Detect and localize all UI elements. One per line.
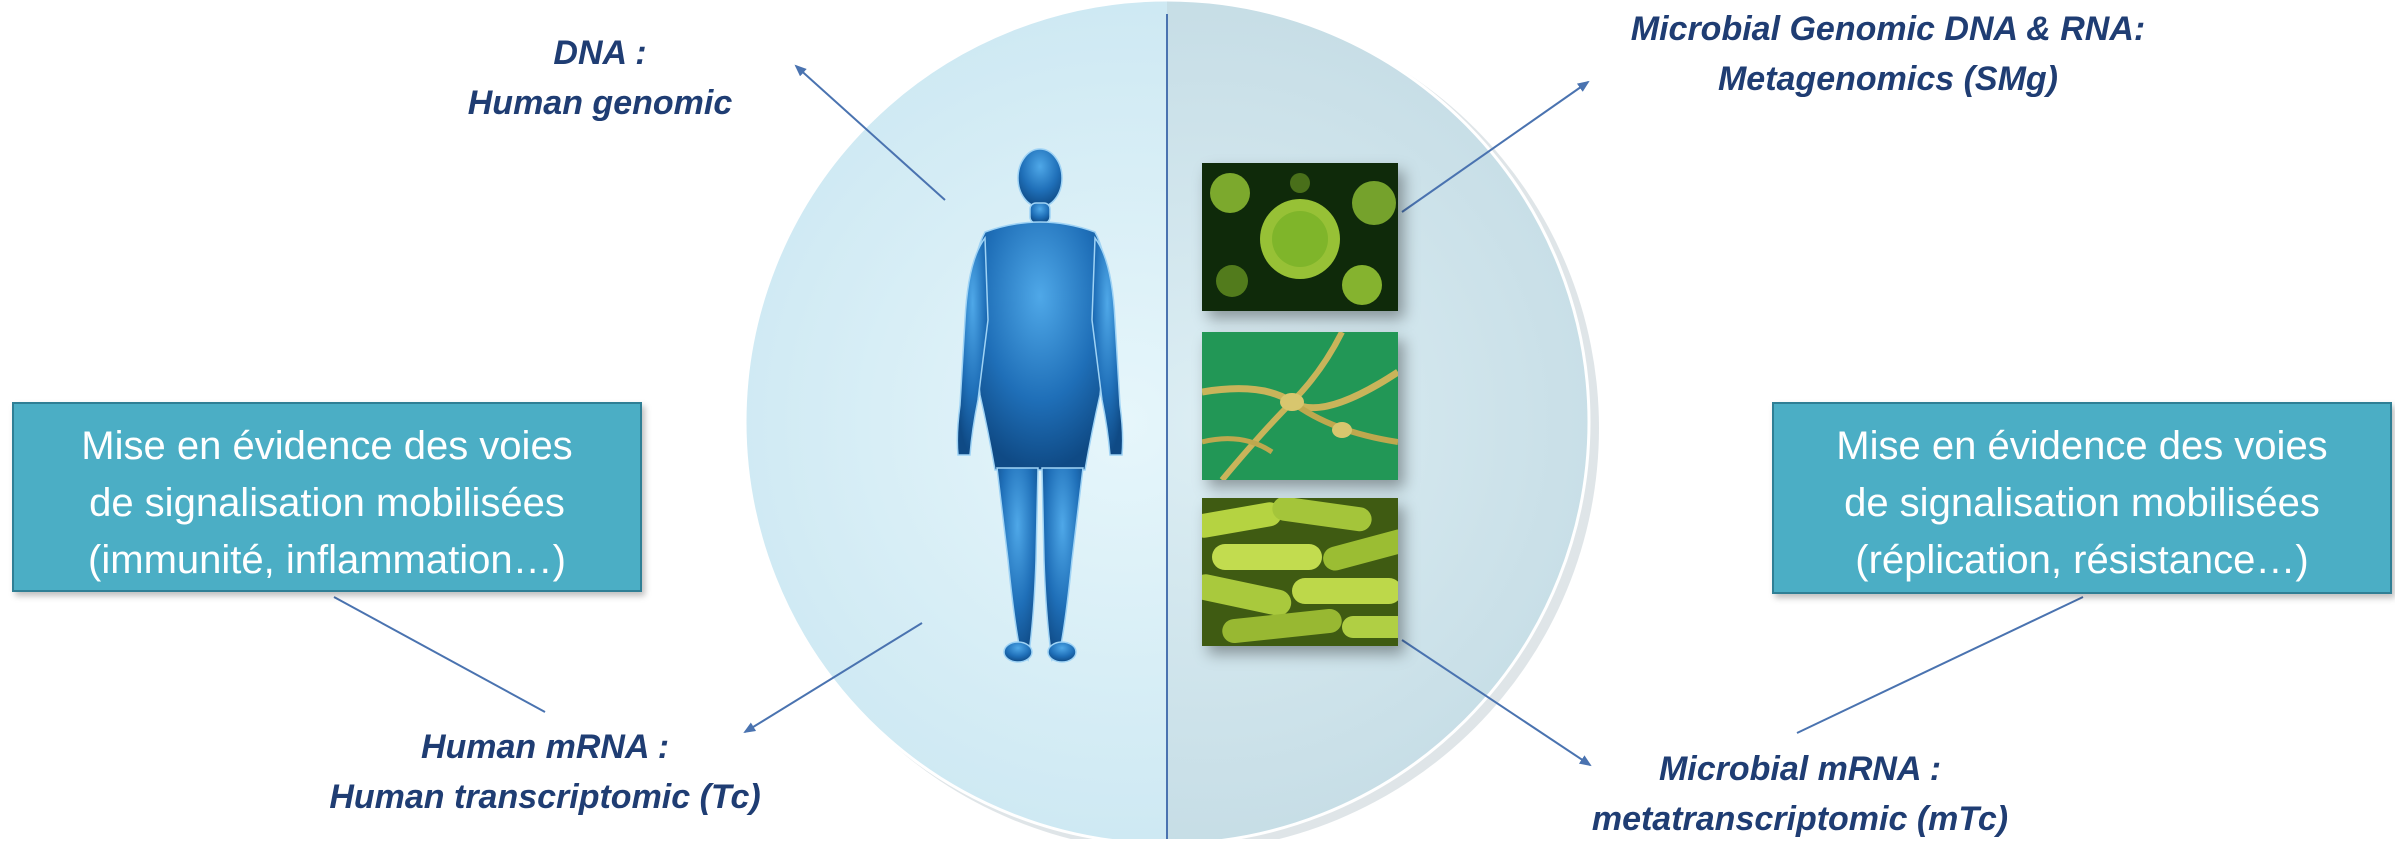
label-human-mrna-line2: Human transcriptomic (Tc) [290, 772, 800, 822]
connector-left-box [334, 597, 545, 712]
label-dna-human-line1: DNA : [430, 28, 770, 78]
bacteria-image [1202, 498, 1398, 646]
label-microbial-mrna: Microbial mRNA : metatranscriptomic (mTc… [1540, 744, 2060, 844]
label-human-mrna: Human mRNA : Human transcriptomic (Tc) [290, 722, 800, 822]
info-box-left-line3: (immunité, inflammation…) [14, 532, 640, 589]
virus-image [1202, 163, 1398, 311]
info-box-right-line3: (réplication, résistance…) [1774, 532, 2390, 589]
label-human-mrna-line1: Human mRNA : [290, 722, 800, 772]
info-box-left: Mise en évidence des voies de signalisat… [12, 402, 642, 592]
info-box-left-line2: de signalisation mobilisées [14, 475, 640, 532]
connector-right-box [1797, 597, 2083, 733]
label-microbial-mrna-line2: metatranscriptomic (mTc) [1540, 794, 2060, 844]
label-microbial-dna: Microbial Genomic DNA & RNA: Metagenomic… [1568, 4, 2208, 104]
label-microbial-dna-line1: Microbial Genomic DNA & RNA: [1568, 4, 2208, 54]
info-box-right-line1: Mise en évidence des voies [1774, 418, 2390, 475]
info-box-left-line1: Mise en évidence des voies [14, 418, 640, 475]
label-dna-human: DNA : Human genomic [430, 28, 770, 128]
info-box-right: Mise en évidence des voies de signalisat… [1772, 402, 2392, 594]
fungi-image [1202, 332, 1398, 480]
label-microbial-mrna-line1: Microbial mRNA : [1540, 744, 2060, 794]
label-microbial-dna-line2: Metagenomics (SMg) [1568, 54, 2208, 104]
label-dna-human-line2: Human genomic [430, 78, 770, 128]
info-box-right-line2: de signalisation mobilisées [1774, 475, 2390, 532]
